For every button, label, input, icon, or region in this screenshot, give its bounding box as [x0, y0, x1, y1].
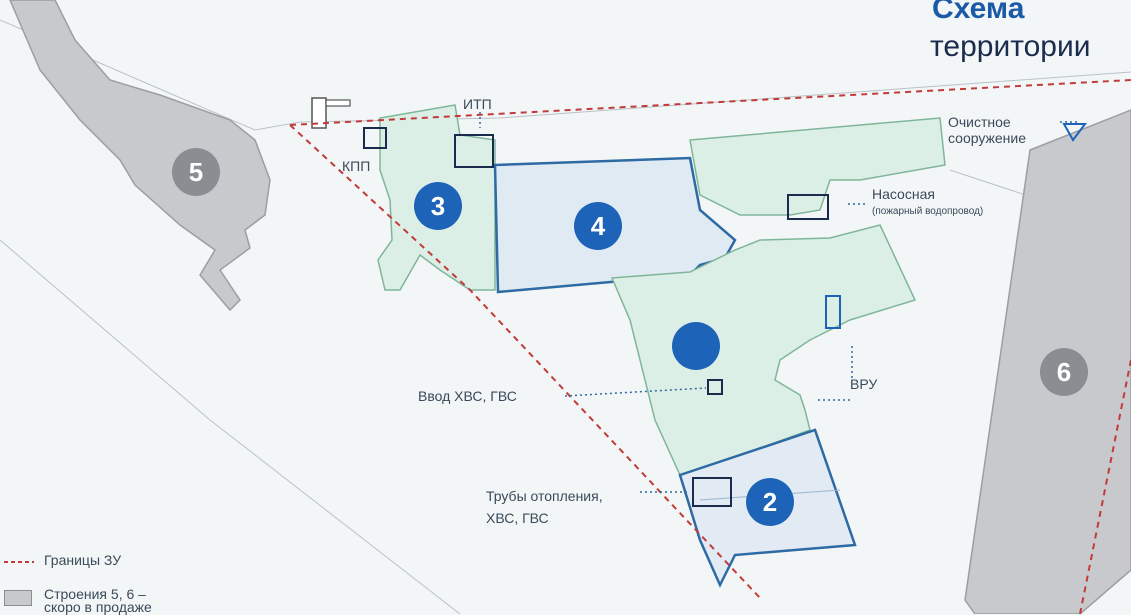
legend-building-swatch — [4, 590, 32, 606]
page-subtitle: территории — [930, 30, 1091, 63]
legend-border-label: Границы ЗУ — [44, 552, 122, 568]
building-4-badge[interactable]: 4 — [574, 202, 622, 250]
kpp-label: КПП — [342, 158, 371, 174]
building-2-badge[interactable]: 2 — [746, 478, 794, 526]
building-1-badge[interactable] — [672, 322, 720, 370]
treatment-label-2: сооружение — [948, 130, 1027, 146]
building-5-badge[interactable]: 5 — [172, 148, 220, 196]
building-1-shape — [610, 224, 917, 476]
pump-label-2: (пожарный водопровод) — [872, 206, 984, 217]
triangle-icon — [1062, 123, 1087, 142]
building-6-badge[interactable]: 6 — [1040, 348, 1088, 396]
pump-label-1: Насосная — [872, 186, 935, 202]
building-5-shape — [9, 0, 271, 312]
pump-box — [787, 194, 829, 220]
pipes-label-1: Трубы отопления, — [486, 488, 603, 504]
itp-box — [454, 134, 494, 168]
vru-label: ВРУ — [850, 376, 878, 392]
kpp-box — [363, 127, 387, 149]
pipes-box — [692, 477, 732, 507]
treatment-label-1: Очистное — [948, 114, 1011, 130]
itp-label: ИТП — [463, 96, 492, 112]
building-3-badge[interactable]: 3 — [414, 182, 462, 230]
legend-border-swatch — [4, 561, 34, 563]
water-input-box — [707, 379, 723, 395]
vru-box — [825, 295, 841, 329]
page-title: Схема — [932, 0, 1025, 25]
gate-icon — [311, 97, 351, 129]
water-input-label: Ввод ХВС, ГВС — [418, 388, 517, 404]
legend-building-label-1: Строения 5, 6 – — [44, 586, 146, 602]
legend-building-label-2: скоро в продаже — [44, 599, 152, 615]
pipes-label-2: ХВС, ГВС — [486, 510, 549, 526]
